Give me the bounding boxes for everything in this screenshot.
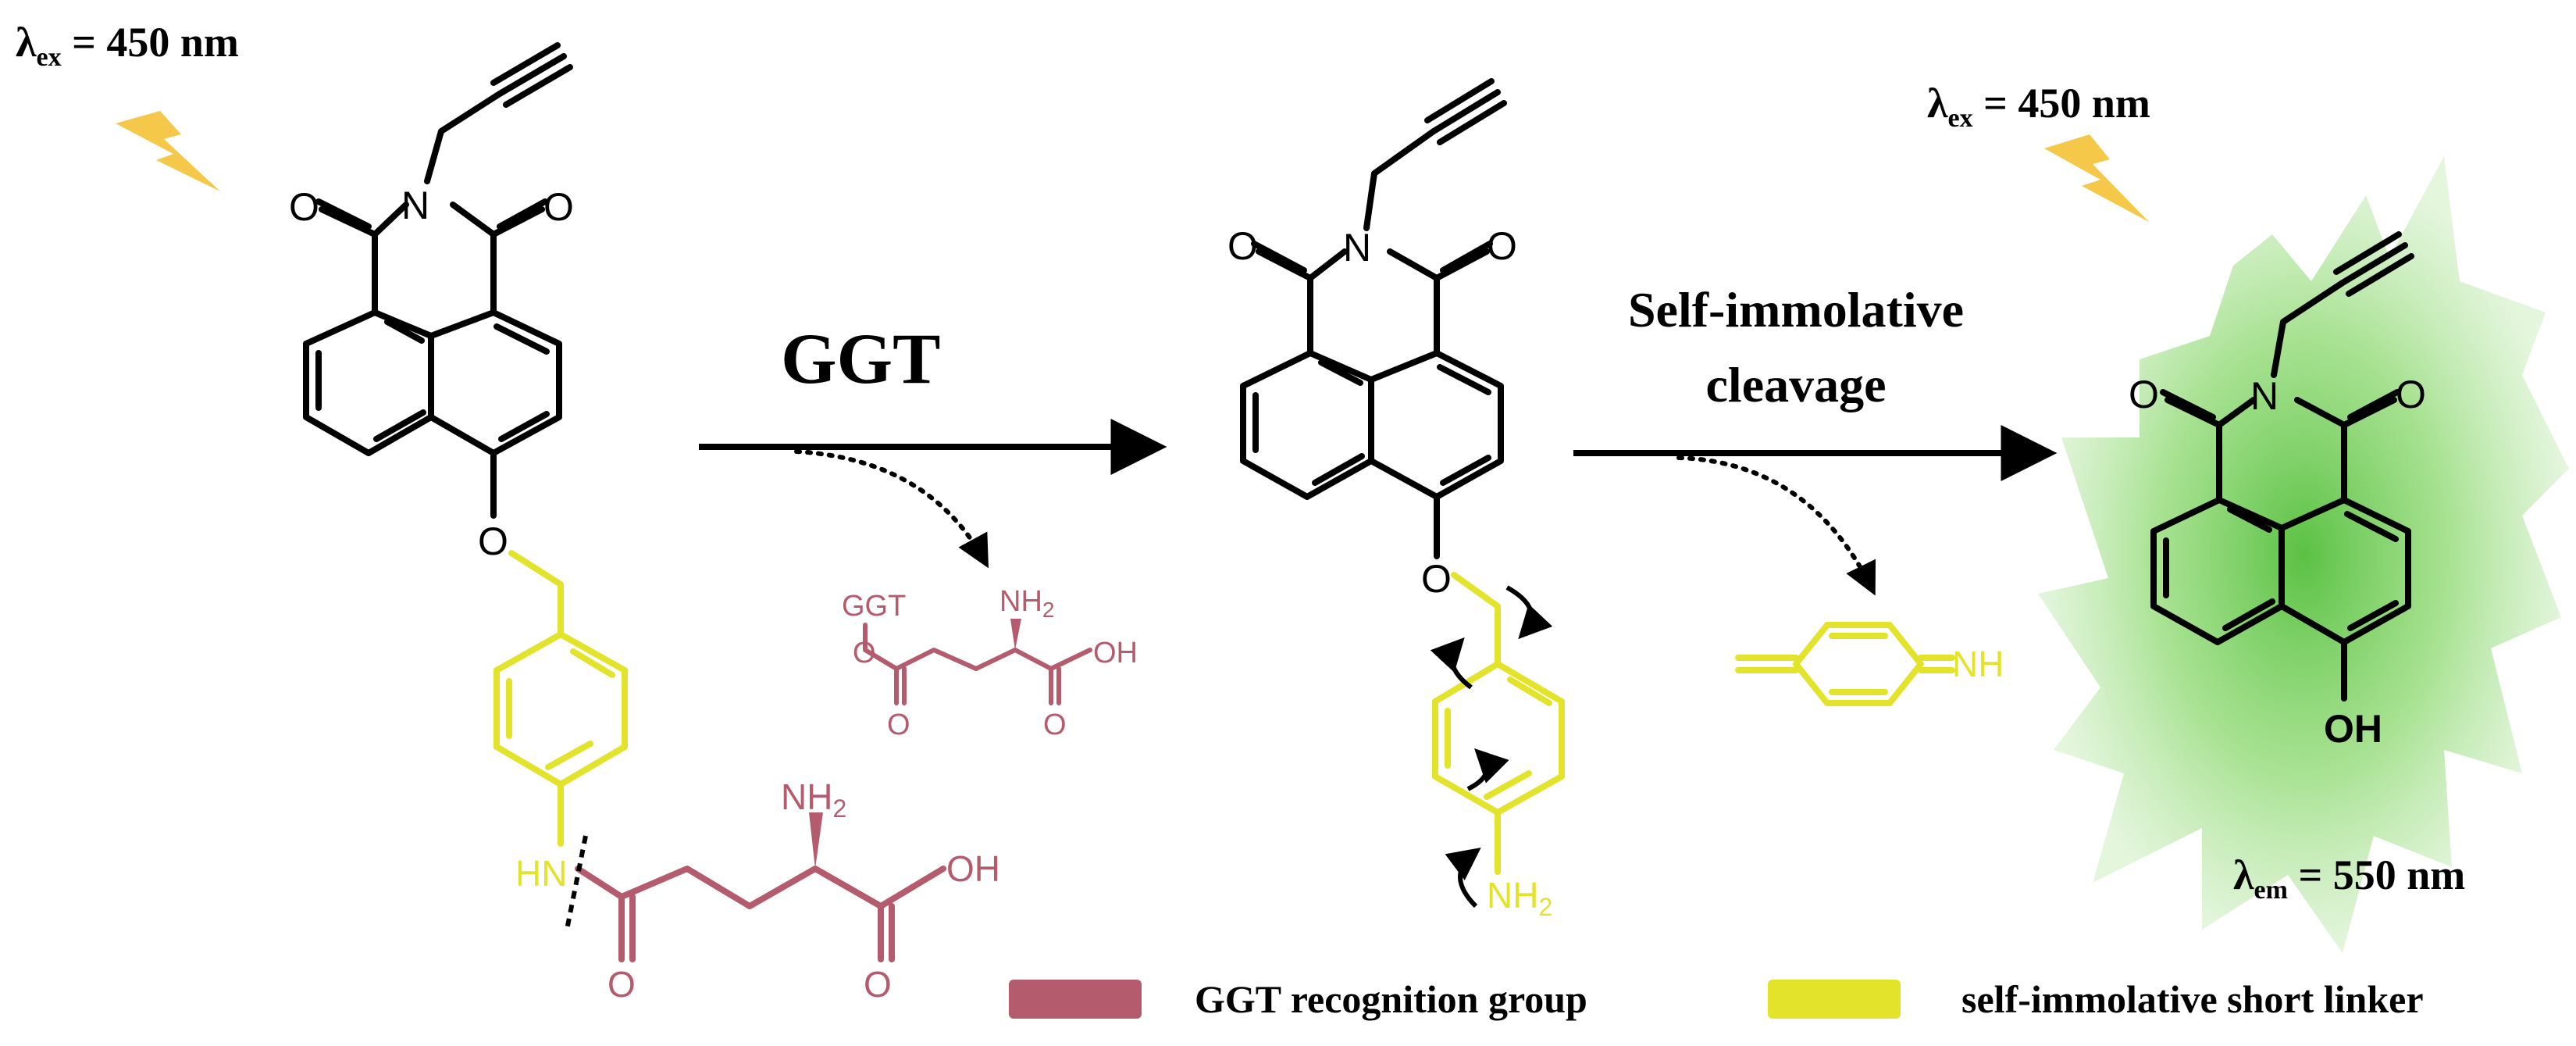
product-hydroxyl: OH [2324,707,2382,751]
intermediate-amine-nh: NH [1487,875,1538,916]
legend-swatch-recognition [1009,980,1142,1019]
carbonyl-oxygen: O [289,185,319,229]
legend-label-recognition: GGT recognition group [1195,977,1587,1021]
product-carbonyl-o: O [2129,373,2159,416]
byproduct-arrow-2 [1676,455,1876,596]
ex-subscript: ex [1948,104,1973,133]
product-carbonyl-o: O [2396,373,2426,416]
ex-subscript: ex [37,43,62,72]
byproduct-arrow-1 [794,449,989,569]
step1-label: GGT [781,319,940,398]
byproduct-oxygen: O [1043,709,1067,741]
product-n: N [2250,374,2278,418]
ggt-enzyme-label: GGT [842,590,906,623]
intermediate-amine-sub: 2 [1538,893,1552,921]
legend-label-linker: self-immolative short linker [1961,977,2424,1021]
amino-label: NH2 [781,776,846,823]
intermediate-carbonyl-o: O [1227,224,1258,268]
amino-sub: 2 [832,794,846,823]
byproduct-amino-sub: 2 [1042,598,1055,622]
imine-nh: NH [1952,644,2004,684]
amide-oxygen: O [607,964,636,1005]
amide-nh-label: HN [515,853,567,894]
fluorophore-product [2150,231,2414,701]
byproduct-oh: OH [1093,637,1138,669]
fluorescence-burst-icon [2038,156,2569,953]
excitation-label-left: λex = 450 nm [16,19,239,72]
byproduct-amino: NH2 [999,585,1054,622]
excitation-label-right: λex = 450 nm [1927,80,2150,133]
acid-oh: OH [946,848,1000,889]
byproduct-oxygen: O [887,709,910,741]
em-value: = 550 nm [2288,851,2465,898]
ex-value-left: = 450 nm [62,19,239,66]
intermediate-carbonyl-o: O [1487,224,1517,268]
intermediate-amine: NH2 [1487,875,1552,921]
legend: GGT recognition group self-immolative sh… [1009,977,2424,1021]
emission-label: λem = 550 nm [2233,851,2465,905]
ggt-glutamyl-byproduct [863,619,1092,705]
acid-oxygen: O [864,964,892,1005]
quinone-methide-imine [1735,622,1955,706]
intermediate-n: N [1343,226,1371,270]
byproduct-amino-nh: NH [999,585,1042,618]
ether-oxygen: O [478,519,508,563]
amino-nh: NH [781,776,832,817]
probe-molecule [303,42,946,962]
intermediate-ether-o: O [1421,557,1452,601]
lambda-symbol: λ [1927,80,1948,127]
ex-value-right: = 450 nm [1973,80,2150,127]
intermediate-molecule [1240,78,1565,909]
carbonyl-oxygen: O [543,185,574,229]
step2-label-line1: Self-immolative [1628,282,1964,337]
lambda-symbol: λ [2233,851,2254,898]
lightning-bolt-icon [116,111,220,191]
step2-label-line2: cleavage [1706,357,1887,412]
em-subscript: em [2254,876,2288,905]
legend-swatch-linker [1768,980,1901,1019]
carbonyl-oxygen: N [401,184,429,227]
byproduct-oxygen: O [853,637,876,669]
lambda-symbol: λ [16,19,37,66]
lightning-bolt-icon [2044,134,2149,222]
svg-text:λex = 450 nm: λex = 450 nm [16,19,239,72]
